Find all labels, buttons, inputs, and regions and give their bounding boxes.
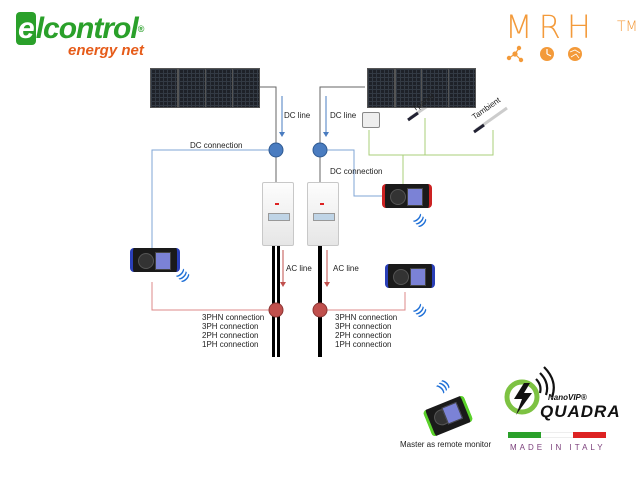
- dc-connection-label-right: DC connection: [330, 167, 383, 176]
- solar-panel: [232, 68, 260, 108]
- nanovip-quadra-logo: [504, 366, 555, 415]
- elcontrol-logo: elcontrol® energy net: [16, 12, 145, 59]
- analyzer-device-right: [385, 264, 435, 288]
- sensor-wires: [368, 118, 494, 185]
- tambient-sensor: [473, 106, 508, 134]
- ac-line-label-left: AC line: [286, 264, 312, 273]
- dc-node-right: [312, 142, 328, 158]
- right-string-wire: [319, 86, 365, 150]
- dc-line-arrow-right: [323, 96, 329, 137]
- mrh-trademark: TM: [617, 19, 638, 35]
- analyzer-device-red: [382, 184, 432, 208]
- ac-line-label-right: AC line: [333, 264, 359, 273]
- mrh-logo: MRH TM: [505, 8, 638, 46]
- ac-node-right: [312, 302, 328, 318]
- connection-item: 2PH connection: [202, 331, 259, 340]
- quadra-label: QUADRA: [540, 402, 621, 421]
- connection-item: 2PH connection: [335, 331, 392, 340]
- ac-line-arrow-left: [280, 250, 286, 287]
- connection-item: 3PH connection: [202, 322, 259, 331]
- solar-panel: [178, 68, 206, 108]
- elcontrol-logo-e: e: [16, 12, 36, 45]
- irradiance-sensor: [362, 112, 380, 128]
- inverter-left: [262, 182, 294, 246]
- dc-line-label-left: DC line: [284, 111, 311, 120]
- solar-panel: [367, 68, 395, 108]
- green-ring: [504, 379, 540, 415]
- signal-icon: [535, 366, 555, 398]
- inverter-right: [307, 182, 339, 246]
- dc-connection-label-left: DC connection: [190, 141, 243, 150]
- nanovip-label: NanoVIP®: [548, 393, 587, 402]
- clock-icon: [540, 47, 554, 61]
- made-in-italy: MADE IN ITALY: [510, 443, 606, 452]
- ac-line-arrow-right: [324, 250, 330, 287]
- ac-connection-wire-left: [151, 282, 276, 311]
- mrh-logo-text: MRH: [505, 8, 597, 46]
- dc-connection-wire-right: [320, 149, 384, 197]
- connection-item: 3PHN connection: [202, 313, 265, 322]
- dc-line-arrow-left: [279, 96, 285, 137]
- connection-list-left: 3PHN connection 3PH connection 2PH conne…: [202, 313, 264, 349]
- dc-line-label-right: DC line: [330, 111, 357, 120]
- connection-item: 3PHN connection: [335, 313, 398, 322]
- ac-node-left: [268, 302, 284, 318]
- solar-panel: [448, 68, 476, 108]
- italian-flag: [508, 432, 606, 438]
- connection-list-right: 3PHN connection 3PH connection 2PH conne…: [335, 313, 397, 349]
- solar-panel: [150, 68, 178, 108]
- brain-icon: [568, 47, 582, 61]
- connection-item: 3PH connection: [335, 322, 392, 331]
- elcontrol-logo-text: lcontrol: [35, 12, 139, 45]
- dc-connection-wire-left: [151, 149, 276, 250]
- network-icon: [506, 45, 524, 63]
- analyzer-device-left: [130, 248, 180, 272]
- registered-mark: ®: [137, 24, 145, 34]
- ac-connection-wire-right: [320, 292, 406, 311]
- left-string-wire: [256, 86, 277, 150]
- mrh-icons: [506, 45, 582, 63]
- solar-panel: [205, 68, 233, 108]
- solar-panel: [421, 68, 449, 108]
- master-caption: Master as remote monitor: [400, 440, 492, 449]
- dc-node-left: [268, 142, 284, 158]
- connection-item: 1PH connection: [202, 340, 259, 349]
- solar-panel: [395, 68, 423, 108]
- ac-cable-left: [272, 245, 280, 357]
- connection-item: 1PH connection: [335, 340, 392, 349]
- elcontrol-tagline: energy net: [68, 42, 144, 59]
- lightning-bolt-icon: [514, 383, 532, 415]
- ac-cable-right: [318, 245, 322, 357]
